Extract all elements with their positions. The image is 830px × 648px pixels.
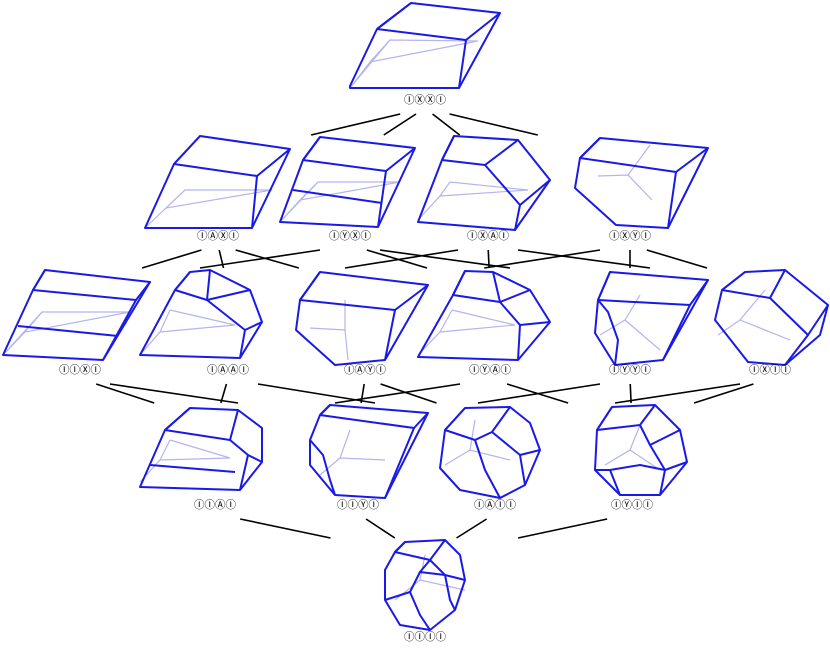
lattice-edge-n13-n15 bbox=[456, 518, 488, 539]
polytope-n14 bbox=[594, 404, 688, 496]
lattice-edge-n0-n2 bbox=[383, 113, 417, 136]
node-label-n2: ⒾⓎⓍⒾ bbox=[329, 230, 371, 242]
lattice-edge-n7-n12 bbox=[360, 383, 365, 404]
lattice-edge-n2-n5 bbox=[199, 249, 321, 269]
lattice-edge-n8-n11 bbox=[334, 383, 461, 404]
lattice-edge-n3-n6 bbox=[344, 249, 459, 269]
lattice-edge-n0-n4 bbox=[449, 113, 538, 136]
lattice-edge-n10-n14 bbox=[693, 383, 754, 404]
lattice-edge-n0-n1 bbox=[310, 113, 401, 136]
lattice-edge-n1-n7 bbox=[235, 249, 300, 269]
polytope-n3 bbox=[417, 135, 551, 231]
polytope-n15 bbox=[384, 539, 466, 631]
lattice-edge-n0-n3 bbox=[432, 113, 461, 136]
polytope-n9 bbox=[594, 271, 709, 366]
polytope-n7 bbox=[295, 271, 429, 366]
node-label-n12: ⒾⒾⓎⒾ bbox=[337, 499, 379, 511]
node-label-n8: ⒾⓎⒶⒾ bbox=[469, 364, 511, 376]
node-label-n0: ⒾⓍⓍⒾ bbox=[404, 94, 446, 106]
polytope-n8 bbox=[417, 270, 551, 361]
lattice-edge-n4-n7 bbox=[484, 249, 601, 269]
node-label-n11: ⒾⒾⒶⒾ bbox=[194, 499, 236, 511]
lattice-edge-n11-n15 bbox=[240, 518, 331, 539]
node-label-n1: ⒾⒶⓍⒾ bbox=[197, 230, 239, 242]
lattice-edge-n5-n11 bbox=[95, 383, 155, 404]
node-label-n6: ⒾⒶⒶⒾ bbox=[207, 364, 249, 376]
node-label-n5: ⒾⒾⓍⒾ bbox=[59, 364, 101, 376]
node-label-n13: ⒾⒶⒾⒾ bbox=[474, 499, 516, 511]
polytope-n11 bbox=[139, 407, 263, 491]
lattice-edge-n7-n13 bbox=[380, 383, 437, 404]
node-label-n3: ⒾⓍⒶⒾ bbox=[467, 230, 509, 242]
lattice-edge-n14-n15 bbox=[517, 518, 608, 539]
node-label-n14: ⒾⓎⒾⒾ bbox=[611, 499, 653, 511]
polytope-n6 bbox=[139, 269, 263, 359]
polytope-n2 bbox=[279, 136, 416, 228]
polytope-n4 bbox=[574, 137, 709, 229]
node-label-n15: ⒾⒾⒾⒾ bbox=[404, 631, 446, 643]
node-label-n9: ⒾⓎⓎⒾ bbox=[609, 364, 651, 376]
lattice-edge-n5-n12 bbox=[109, 383, 239, 404]
node-label-n7: ⒾⒶⓎⒾ bbox=[344, 364, 386, 376]
node-label-n10: ⒾⓍⒾⒾ bbox=[749, 364, 791, 376]
polytope-n12 bbox=[309, 404, 429, 499]
polytope-n1 bbox=[144, 135, 291, 229]
polytope-n10 bbox=[714, 269, 829, 366]
label-layer: ⒾⓍⓍⒾ ⒾⒶⓍⒾ ⒾⓎⓍⒾ ⒾⓍⒶⒾ ⒾⓍⓎⒾ ⒾⒾⓍⒾ ⒾⒶⒶⒾ ⒾⒶⓎⒾ ⒾⓎⒶⒾ ⒾⓎⓎⒾ… bbox=[59, 94, 791, 643]
polytope-n0 bbox=[349, 2, 501, 89]
lattice-edge-n1-n5 bbox=[141, 249, 202, 269]
polytope-n5 bbox=[2, 269, 151, 361]
lattice-edge-n10-n13 bbox=[614, 383, 741, 404]
lattice-edge-n9-n12 bbox=[477, 383, 601, 404]
node-label-n4: ⒾⓍⓎⒾ bbox=[609, 230, 651, 242]
lattice-edge-n4-n10 bbox=[646, 249, 708, 269]
lattice-edge-n6-n11 bbox=[220, 383, 228, 404]
edge-layer bbox=[95, 113, 754, 539]
lattice-edge-n12-n15 bbox=[365, 518, 396, 539]
lattice-edge-n3-n8 bbox=[487, 249, 490, 269]
polytope-n13 bbox=[439, 406, 541, 499]
lattice-edge-n3-n10 bbox=[517, 249, 651, 269]
